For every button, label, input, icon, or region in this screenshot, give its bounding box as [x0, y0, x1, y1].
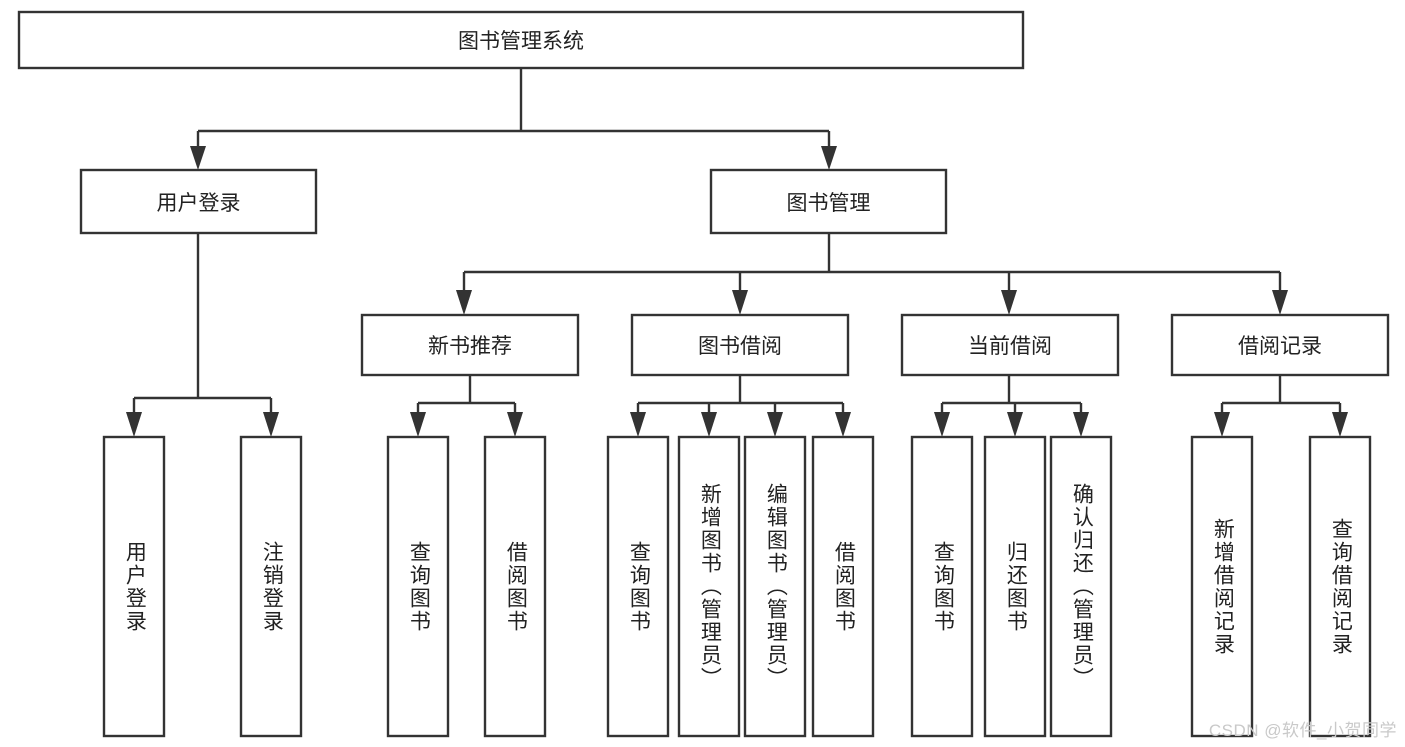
connector-group-borrow-record [1214, 375, 1348, 437]
node-box-leaf-add-book-admin[interactable] [677, 435, 741, 738]
arrow-root-to-user-login [190, 146, 206, 170]
connector-group-new-book-recommend [410, 375, 523, 437]
node-box-leaf-query-borrow-record[interactable] [1308, 435, 1372, 738]
node-box-book-borrow[interactable] [630, 313, 850, 377]
arrow-nbr-b2 [507, 412, 523, 437]
connector-group-root [190, 68, 837, 170]
connector-group-user-login [126, 233, 279, 437]
arrow-bb-b3 [767, 412, 783, 437]
node-box-leaf-query-book-3[interactable] [910, 435, 974, 738]
arrow-cb-b2 [1007, 412, 1023, 437]
connector-group-current-borrow [934, 375, 1089, 437]
arrow-bb-b4 [835, 412, 851, 437]
node-box-leaf-return-book[interactable] [983, 435, 1047, 738]
arrow-user-login-b2 [263, 412, 279, 437]
arrow-cb-b3 [1073, 412, 1089, 437]
connector-group-book-management [456, 233, 1288, 315]
connector-group-book-borrow [630, 375, 851, 437]
node-box-leaf-borrow-book-1[interactable] [483, 435, 547, 738]
node-box-leaf-query-book-2[interactable] [606, 435, 670, 738]
arrow-bm-to-borrow-record [1272, 290, 1288, 315]
arrow-root-to-book-management [821, 146, 837, 170]
watermark-text: CSDN @软件_小贺同学 [1208, 721, 1397, 740]
node-box-leaf-user-logout[interactable] [239, 435, 303, 738]
node-box-leaf-query-book-1[interactable] [386, 435, 450, 738]
node-box-leaf-borrow-book-2[interactable] [811, 435, 875, 738]
arrow-cb-b1 [934, 412, 950, 437]
node-box-leaf-add-borrow-record[interactable] [1190, 435, 1254, 738]
node-box-leaf-user-login[interactable] [102, 435, 166, 738]
arrow-nbr-b1 [410, 412, 426, 437]
node-box-leaf-edit-book-admin[interactable] [743, 435, 807, 738]
node-box-current-borrow[interactable] [900, 313, 1120, 377]
arrow-bm-to-book-borrow [732, 290, 748, 315]
arrow-bb-b2 [701, 412, 717, 437]
arrow-br-b1 [1214, 412, 1230, 437]
node-box-leaf-confirm-return-admin[interactable] [1049, 435, 1113, 738]
arrow-bb-b1 [630, 412, 646, 437]
arrow-br-b2 [1332, 412, 1348, 437]
node-box-root[interactable] [17, 10, 1025, 70]
arrow-bm-to-current-borrow [1001, 290, 1017, 315]
node-box-book-management[interactable] [709, 168, 948, 235]
arrow-bm-to-new-book-recommend [456, 290, 472, 315]
node-box-user-login[interactable] [79, 168, 318, 235]
arrow-user-login-b1 [126, 412, 142, 437]
node-box-borrow-record[interactable] [1170, 313, 1390, 377]
node-box-new-book-recommend[interactable] [360, 313, 580, 377]
